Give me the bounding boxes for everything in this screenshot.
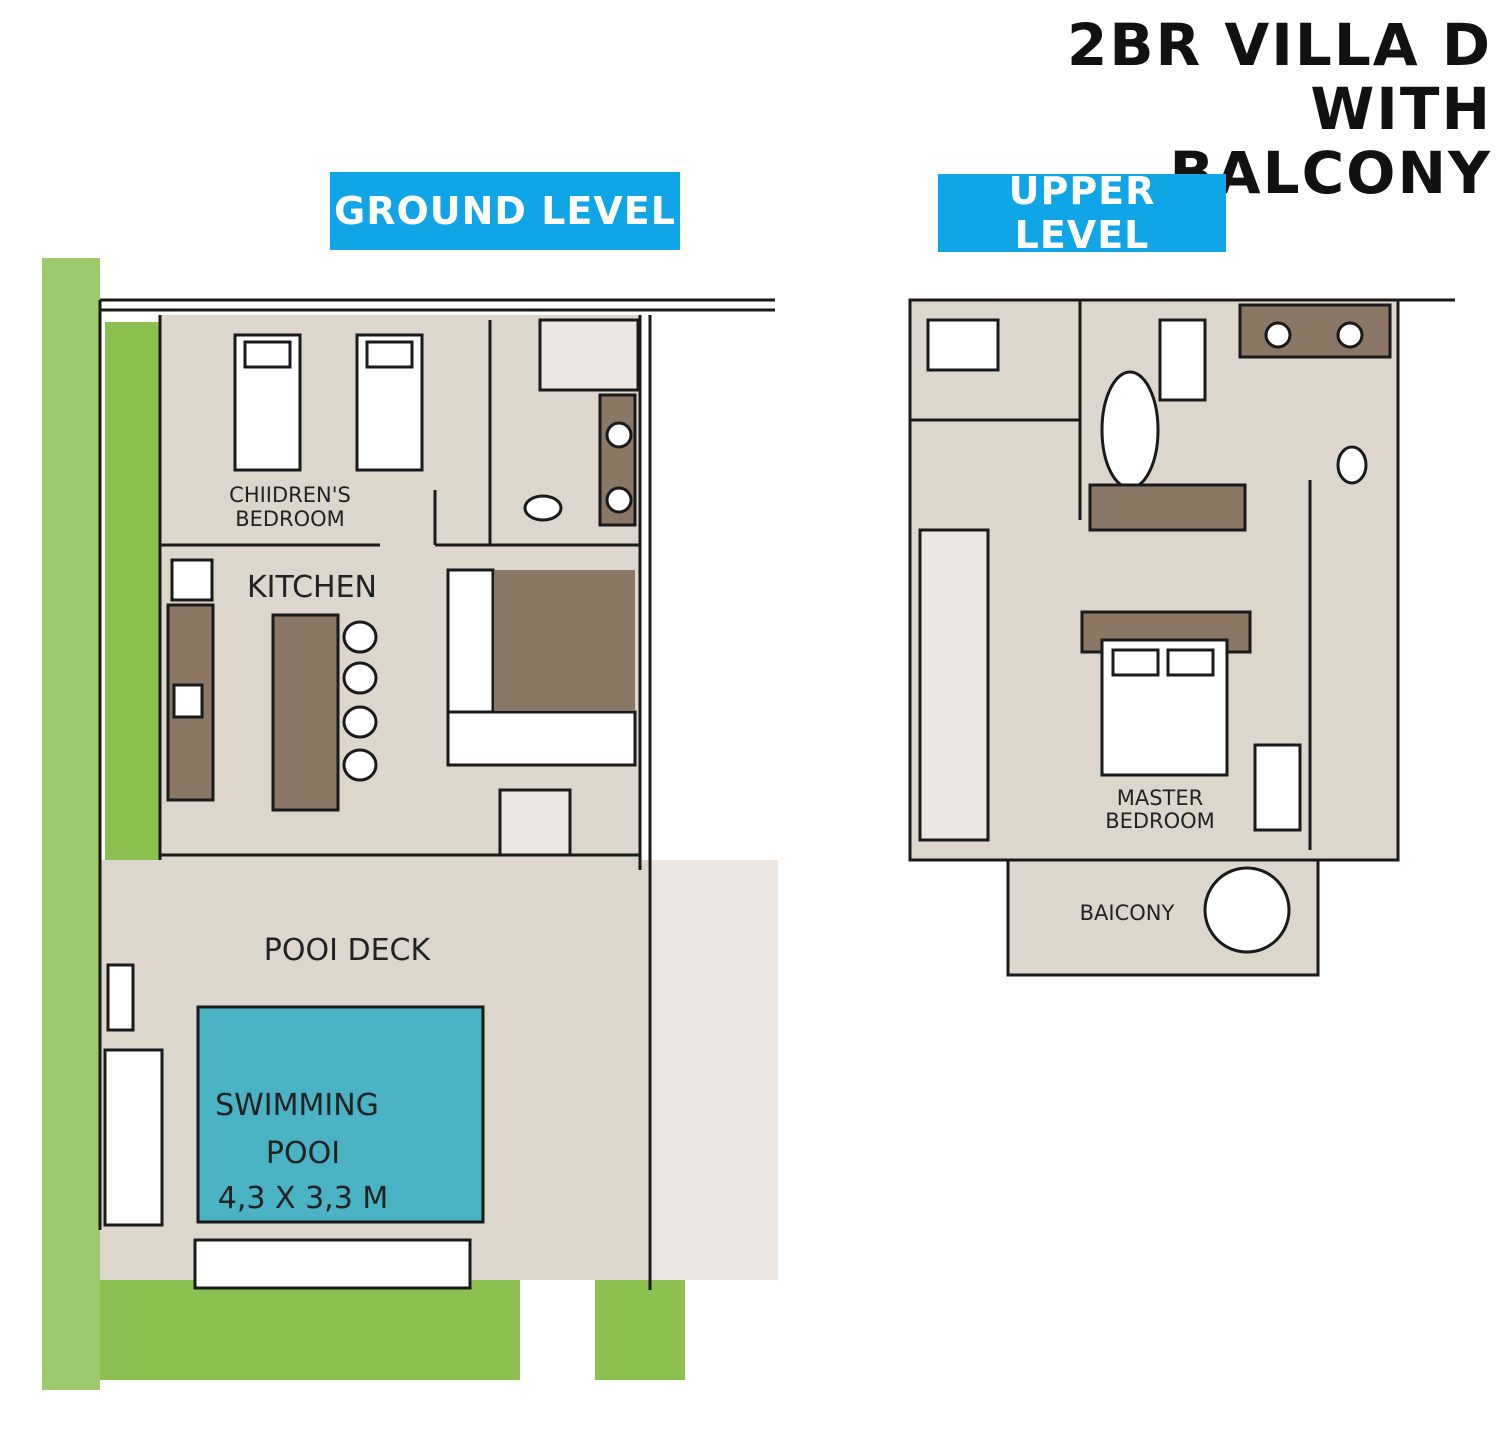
childrens-bedroom-label-2: BEDROOM [235, 507, 345, 531]
kitchen-label: KITCHEN [247, 570, 377, 605]
ground-level-tab: GROUND LEVEL [330, 172, 680, 250]
title-line-2: WITH BALCONY [1169, 74, 1492, 207]
pool-size-label: 4,3 X 3,3 M [218, 1181, 388, 1216]
swimming-pool-label-2: POOI [266, 1136, 340, 1171]
balcony-label: BAICONY [1080, 901, 1175, 925]
plan-title: 2BR VILLA D WITH BALCONY [972, 11, 1492, 207]
childrens-bedroom-label-1: CHIIDREN'S [229, 483, 351, 507]
upper-level-tab: UPPER LEVEL [938, 169, 1226, 257]
title-line-1: 2BR VILLA D [1066, 11, 1492, 79]
master-bedroom-label-1: MASTER [1117, 786, 1204, 810]
swimming-pool-label-1: SWIMMING [215, 1088, 379, 1123]
pool-deck-label: POOI DECK [264, 933, 432, 968]
master-bedroom-label-2: BEDROOM [1105, 809, 1215, 833]
ground-level-plan [42, 258, 778, 1390]
upper-level-plan [908, 298, 1455, 977]
